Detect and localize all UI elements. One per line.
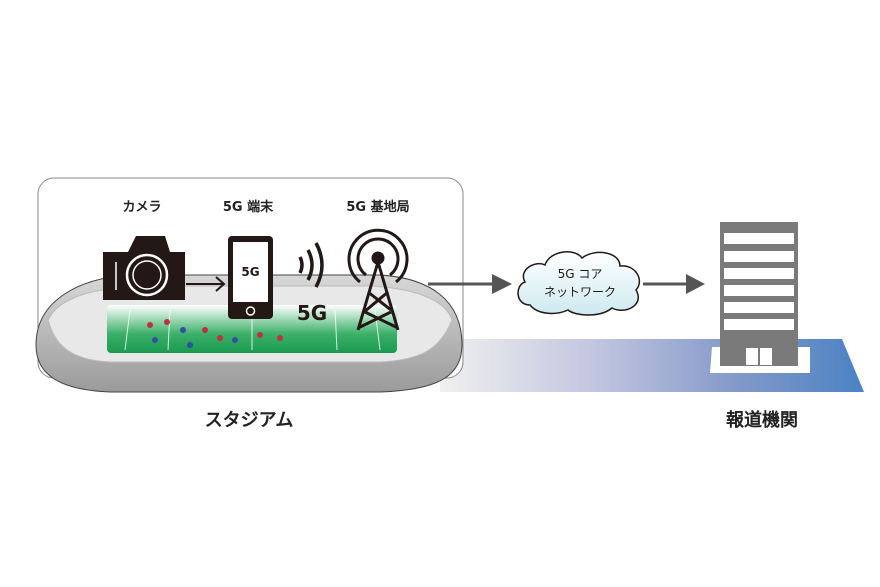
arrow-core-to-media bbox=[643, 274, 705, 294]
stadium-illustration bbox=[35, 274, 463, 393]
base-station-label: 5G 基地局 bbox=[346, 199, 409, 215]
players bbox=[147, 319, 283, 348]
wireless-signal-icon bbox=[298, 242, 324, 288]
camera-label: カメラ bbox=[122, 200, 161, 215]
arrow-camera-to-device bbox=[186, 276, 226, 292]
wireless-label: 5G bbox=[297, 301, 327, 325]
base-station-tower-icon bbox=[347, 228, 409, 331]
media-label: 報道機関 bbox=[726, 409, 798, 431]
cloud-label-line2: ネットワーク bbox=[544, 285, 616, 299]
arrow-stadium-to-core bbox=[428, 274, 512, 294]
core-network-cloud bbox=[517, 251, 641, 316]
phone-screen-label: 5G bbox=[241, 265, 259, 279]
stadium-label: スタジアム bbox=[205, 410, 294, 431]
cloud-label-line1: 5G コア bbox=[558, 267, 603, 281]
device-label: 5G 端末 bbox=[223, 199, 274, 215]
camera-icon bbox=[103, 236, 185, 300]
media-building-icon bbox=[710, 222, 810, 373]
smartphone-icon bbox=[228, 236, 273, 319]
